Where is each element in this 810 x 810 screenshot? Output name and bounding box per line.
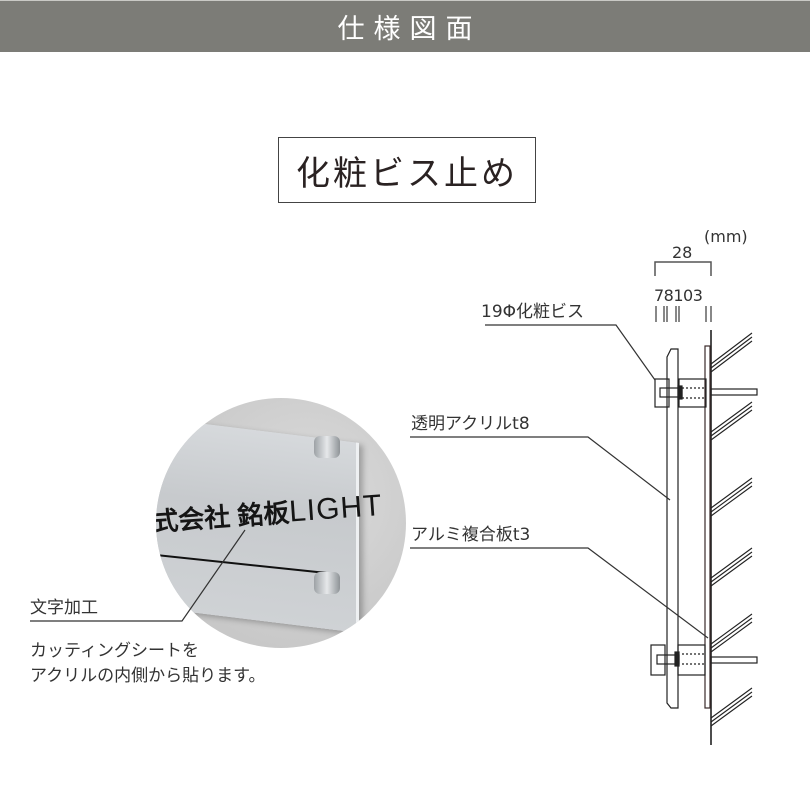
unit-label: (mm) <box>704 227 748 246</box>
lettering-callout: 文字加工 <box>30 598 98 618</box>
lettering-description-2: アクリルの内側から貼ります。 <box>30 666 266 686</box>
standoff-bottom-icon <box>314 572 340 594</box>
page-title: 仕様図面 <box>337 14 482 45</box>
aluminum-callout: アルミ複合板t3 <box>411 525 531 545</box>
standoff-top-icon <box>314 436 340 458</box>
product-photo: 式会社 銘板LIGHT <box>156 398 406 648</box>
screw-callout: 19Φ化粧ビス <box>481 302 585 322</box>
lettering-description-1: カッティングシートを <box>30 641 199 661</box>
mounting-method-title: 化粧ビス止め <box>296 153 518 194</box>
acrylic-callout: 透明アクリルt8 <box>411 414 530 434</box>
header-bar: 仕様図面 <box>0 0 810 52</box>
part-widths-label: 78103 <box>654 286 703 305</box>
total-width-label: 28 <box>672 243 693 262</box>
mounting-method-box: 化粧ビス止め <box>278 137 536 203</box>
